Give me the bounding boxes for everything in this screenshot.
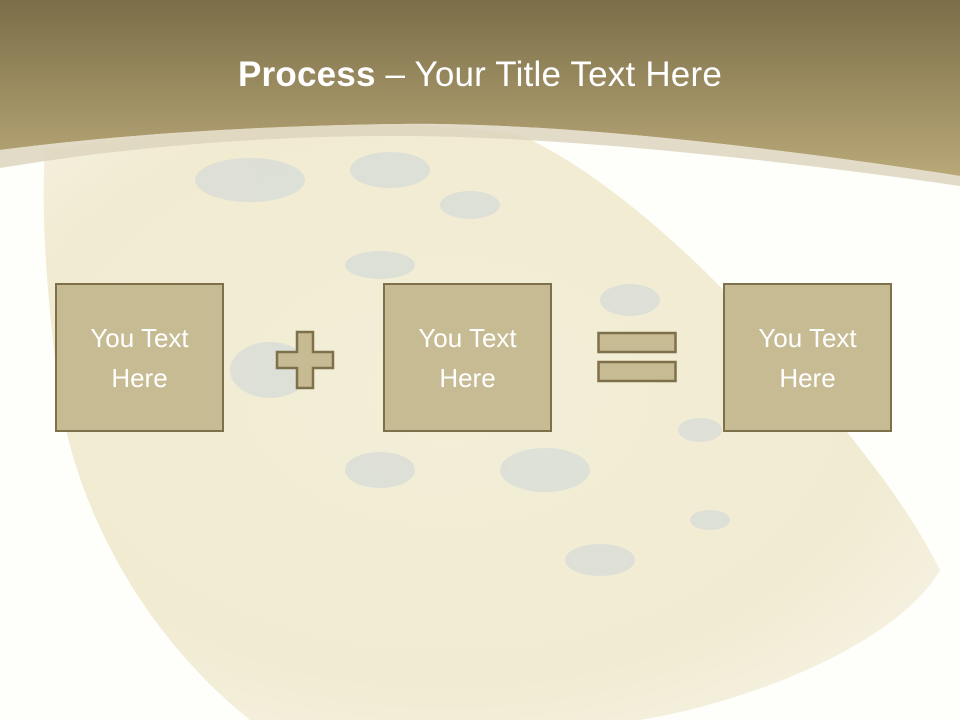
title-rest: – Your Title Text Here: [375, 55, 722, 94]
cheese-mold-spots: [195, 152, 730, 576]
header-band: [0, 0, 960, 176]
process-box-3[interactable]: You Text Here: [723, 283, 892, 432]
equals-icon: [597, 331, 677, 383]
process-box-label: You Text Here: [418, 322, 517, 393]
plus-icon: [275, 330, 335, 390]
title-bold: Process: [238, 55, 376, 94]
process-box-1[interactable]: You Text Here: [55, 283, 224, 432]
process-box-2[interactable]: You Text Here: [383, 283, 552, 432]
process-box-label: You Text Here: [758, 322, 857, 393]
header-arc: [0, 123, 960, 186]
process-box-label: You Text Here: [90, 322, 189, 393]
slide-title: Process – Your Title Text Here: [0, 52, 960, 98]
